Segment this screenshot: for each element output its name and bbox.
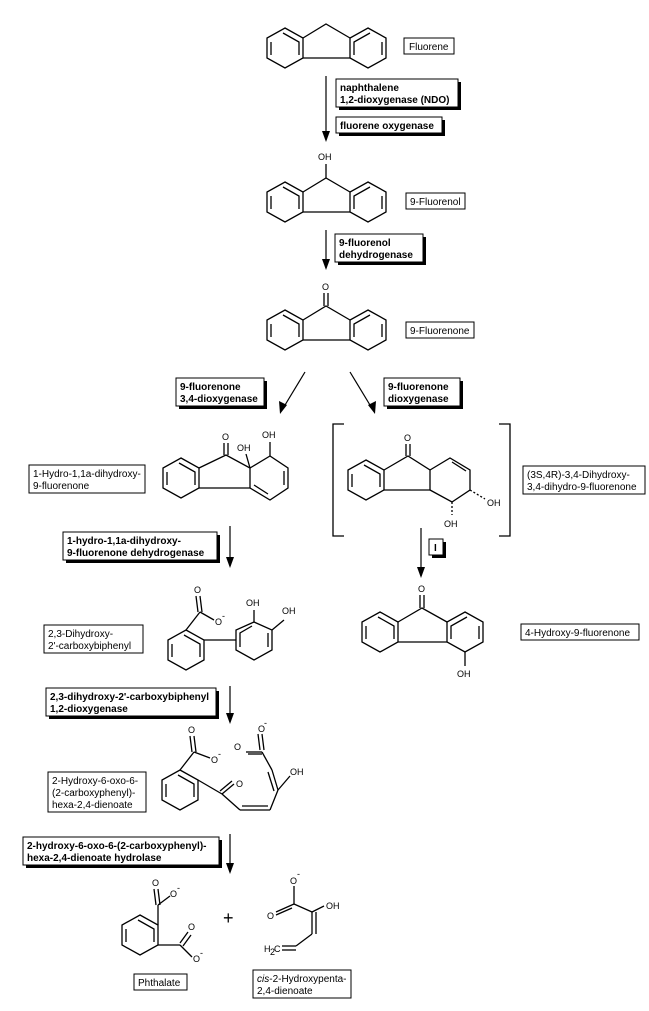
svg-text:9-fluorenone: 9-fluorenone [388, 382, 449, 393]
svg-text:2'-carboxybiphenyl: 2'-carboxybiphenyl [48, 641, 131, 652]
pentadienoate-structure: O - O OH H 2 C [264, 869, 340, 957]
enzyme-fluorene-oxygenase: fluorene oxygenase [335, 116, 445, 136]
svg-text:1,2-dioxygenase (NDO): 1,2-dioxygenase (NDO) [340, 95, 449, 106]
svg-text:naphthalene: naphthalene [340, 83, 399, 94]
svg-text:O: O [234, 742, 241, 752]
svg-text:OH: OH [246, 598, 260, 608]
hexadienoate-structure: O O - O OH O O - [161, 718, 304, 811]
svg-text:-: - [218, 749, 221, 759]
compound-dihydroxy-dihydro: (3S,4R)-3,4-Dihydroxy- [527, 470, 630, 481]
dihydroxy-dihydro-structure: O OH OH [347, 433, 501, 529]
svg-text:O: O [290, 876, 297, 886]
compound-fluorene: Fluorene [409, 42, 449, 53]
svg-text:O: O [194, 585, 201, 595]
svg-text:OH: OH [457, 669, 471, 679]
svg-text:hexa-2,4-dienoate: hexa-2,4-dienoate [52, 800, 133, 811]
carboxybiphenyl-structure: O O - OH OH [167, 585, 296, 671]
svg-text:2,4-dienoate: 2,4-dienoate [257, 986, 313, 997]
svg-text:OH: OH [318, 152, 332, 162]
fluorenone-structure: O [266, 282, 387, 351]
svg-text:H: H [264, 944, 271, 954]
svg-text:1,2-dioxygenase: 1,2-dioxygenase [50, 704, 128, 715]
svg-text:O: O [236, 779, 243, 789]
svg-text:OH: OH [282, 606, 296, 616]
enzyme-fluorenone-dioxygenase: 9-fluorenone dioxygenase [383, 377, 463, 409]
svg-text:O: O [322, 282, 329, 292]
compound-fluorenol: 9-Fluorenol [410, 197, 461, 208]
svg-text:-: - [264, 718, 267, 728]
enzyme-ndo: naphthalene 1,2-dioxygenase (NDO) [335, 78, 461, 110]
svg-text:2-hydroxy-6-oxo-6-(2-carboxyph: 2-hydroxy-6-oxo-6-(2-carboxyphenyl)- [27, 841, 206, 852]
svg-text:O: O [222, 432, 229, 442]
compound-hydroxy-fluorenone: 4-Hydroxy-9-fluorenone [525, 628, 630, 639]
svg-text:9-fluorenol: 9-fluorenol [339, 238, 391, 249]
svg-text:-: - [297, 869, 300, 879]
svg-text:O: O [170, 889, 177, 899]
svg-text:O: O [215, 617, 222, 627]
compound-hydro-dihydroxy: 1-Hydro-1,1a-dihydroxy- [33, 469, 141, 480]
svg-text:O: O [267, 911, 274, 921]
svg-text:hexa-2,4-dienoate hydrolase: hexa-2,4-dienoate hydrolase [27, 853, 162, 864]
svg-text:9-fluorenone: 9-fluorenone [33, 481, 90, 492]
compound-carboxybiphenyl: 2,3-Dihydroxy- [48, 629, 113, 640]
fluorenol-structure: OH [266, 152, 387, 223]
svg-text:9-fluorenone dehydrogenase: 9-fluorenone dehydrogenase [67, 548, 205, 559]
svg-text:O: O [211, 755, 218, 765]
enzyme-hydro-dihydroxy-dehydrogenase: 1-hydro-1,1a-dihydroxy- 9-fluorenone deh… [62, 531, 220, 563]
enzyme-biphenyl-dioxygenase: 2,3-dihydroxy-2'-carboxybiphenyl 1,2-dio… [45, 687, 219, 719]
svg-text:O: O [258, 724, 265, 734]
svg-text:-: - [177, 883, 180, 893]
svg-text:-: - [222, 611, 225, 621]
svg-text:C: C [274, 944, 281, 954]
phthalate-structure: O O - O O - [121, 878, 203, 964]
svg-text:9-fluorenone: 9-fluorenone [180, 382, 241, 393]
svg-text:3,4-dioxygenase: 3,4-dioxygenase [180, 394, 258, 405]
svg-text:2: 2 [270, 947, 275, 957]
enzyme-fluorenone-34-dioxygenase: 9-fluorenone 3,4-dioxygenase [175, 377, 267, 409]
svg-text:OH: OH [326, 901, 340, 911]
svg-text:(2-carboxyphenyl)-: (2-carboxyphenyl)- [52, 788, 135, 799]
svg-text:1-hydro-1,1a-dihydroxy-: 1-hydro-1,1a-dihydroxy- [67, 536, 181, 547]
svg-text:O: O [404, 433, 411, 443]
enzyme-spontaneous: I [428, 538, 446, 558]
svg-text:2,3-dihydroxy-2'-carboxybiphen: 2,3-dihydroxy-2'-carboxybiphenyl [50, 692, 209, 703]
svg-text:dehydrogenase: dehydrogenase [339, 250, 413, 261]
fluorene-structure [266, 23, 387, 69]
svg-text:I: I [434, 543, 437, 554]
compound-pentadienoate: cis-2-Hydroxypenta- [257, 974, 347, 985]
svg-text:dioxygenase: dioxygenase [388, 394, 449, 405]
svg-text:3,4-dihydro-9-fluorenone: 3,4-dihydro-9-fluorenone [527, 482, 637, 493]
svg-text:fluorene oxygenase: fluorene oxygenase [340, 121, 434, 132]
plus-sign: + [223, 908, 234, 928]
bracket-left [332, 423, 344, 537]
compound-fluorenone: 9-Fluorenone [410, 326, 470, 337]
enzyme-fluorenol-dehydrogenase: 9-fluorenol dehydrogenase [334, 233, 426, 265]
hydroxy-fluorenone-structure: O OH [361, 584, 484, 679]
svg-text:O: O [152, 878, 159, 888]
compound-hexadienoate: 2-Hydroxy-6-oxo-6- [52, 776, 138, 787]
svg-text:O: O [193, 954, 200, 964]
svg-text:OH: OH [237, 443, 251, 453]
bracket-right [499, 423, 511, 537]
compound-phthalate: Phthalate [138, 978, 181, 989]
svg-text:OH: OH [444, 519, 458, 529]
svg-text:OH: OH [487, 498, 501, 508]
svg-text:O: O [418, 584, 425, 594]
svg-text:OH: OH [262, 430, 276, 440]
svg-text:O: O [188, 922, 195, 932]
svg-text:O: O [188, 725, 195, 735]
enzyme-hydrolase: 2-hydroxy-6-oxo-6-(2-carboxyphenyl)- hex… [22, 836, 222, 868]
svg-text:OH: OH [290, 767, 304, 777]
hydro-dihydroxy-structure: O OH OH [162, 430, 289, 501]
svg-text:-: - [200, 948, 203, 958]
